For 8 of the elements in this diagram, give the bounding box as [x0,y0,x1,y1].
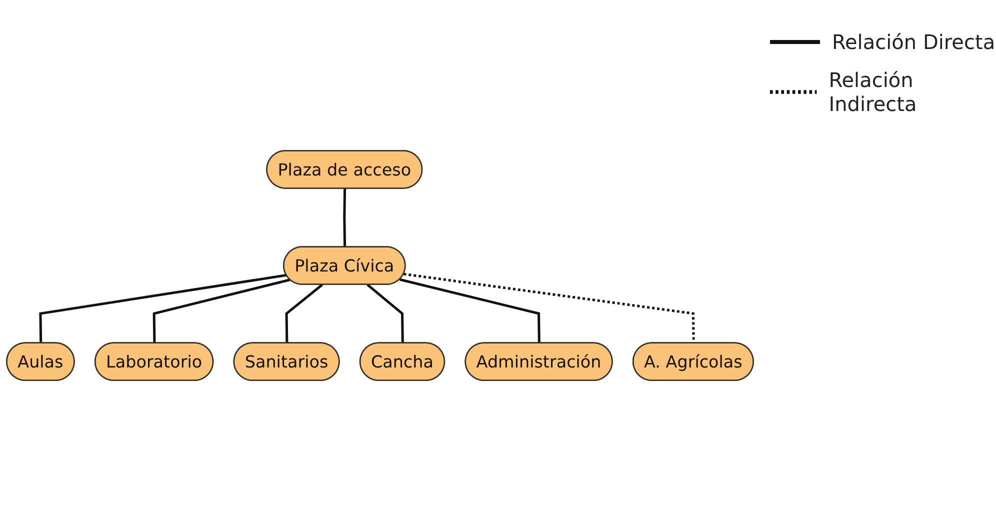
connector [399,278,540,344]
connector [39,274,287,344]
legend-text: Relación Indirecta [828,68,918,116]
connector [366,284,404,344]
legend-text: Relación Directa [832,30,996,54]
connector [152,278,290,344]
connector [285,284,323,344]
connector [343,188,346,248]
